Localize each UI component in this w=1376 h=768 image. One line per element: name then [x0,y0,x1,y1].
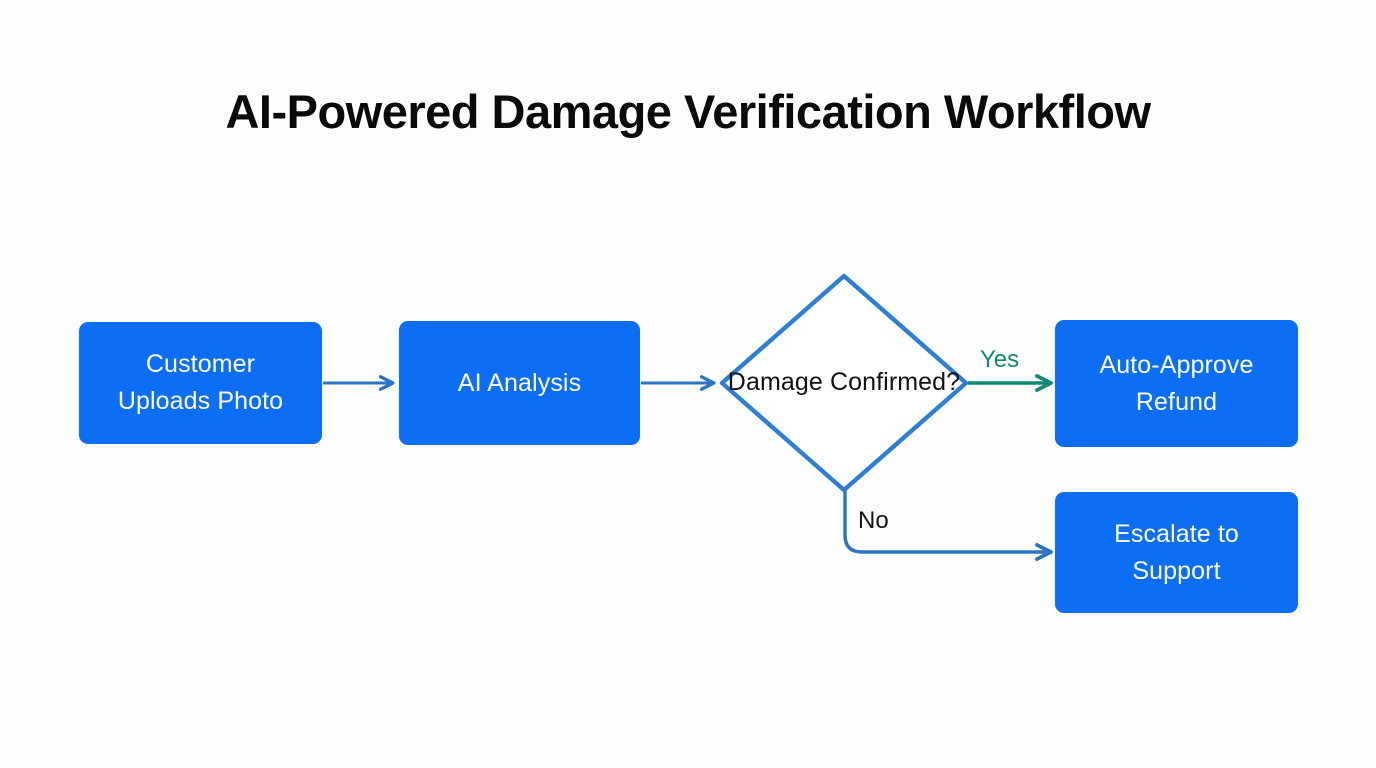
node-auto-approve-refund[interactable]: Auto-Approve Refund [1055,320,1298,447]
node-label-line2: Refund [1135,387,1218,416]
node-label-line1: AI Analysis [457,368,582,397]
node-customer-uploads-photo[interactable]: Customer Uploads Photo [79,322,322,444]
node-ai-analysis[interactable]: AI Analysis [399,321,640,445]
node-damage-confirmed[interactable]: Damage Confirmed? [718,272,970,493]
edge-label-yes: Yes [980,346,1020,373]
node-label-line2: Uploads Photo [117,387,284,415]
page-title: AI-Powered Damage Verification Workflow [225,85,1151,138]
edge-label-no: No [858,507,889,534]
decision-label: Damage Confirmed? [718,272,970,493]
node-label-line1: Escalate to [1114,519,1239,548]
node-label-line1: Auto-Approve [1099,350,1254,379]
decision-label-line1: Damage [727,368,823,396]
node-label-line2: Support [1132,556,1221,585]
node-label-line1: Customer [145,350,256,378]
decision-label-line2: Confirmed? [829,368,961,396]
node-escalate-to-support[interactable]: Escalate to Support [1055,492,1298,613]
